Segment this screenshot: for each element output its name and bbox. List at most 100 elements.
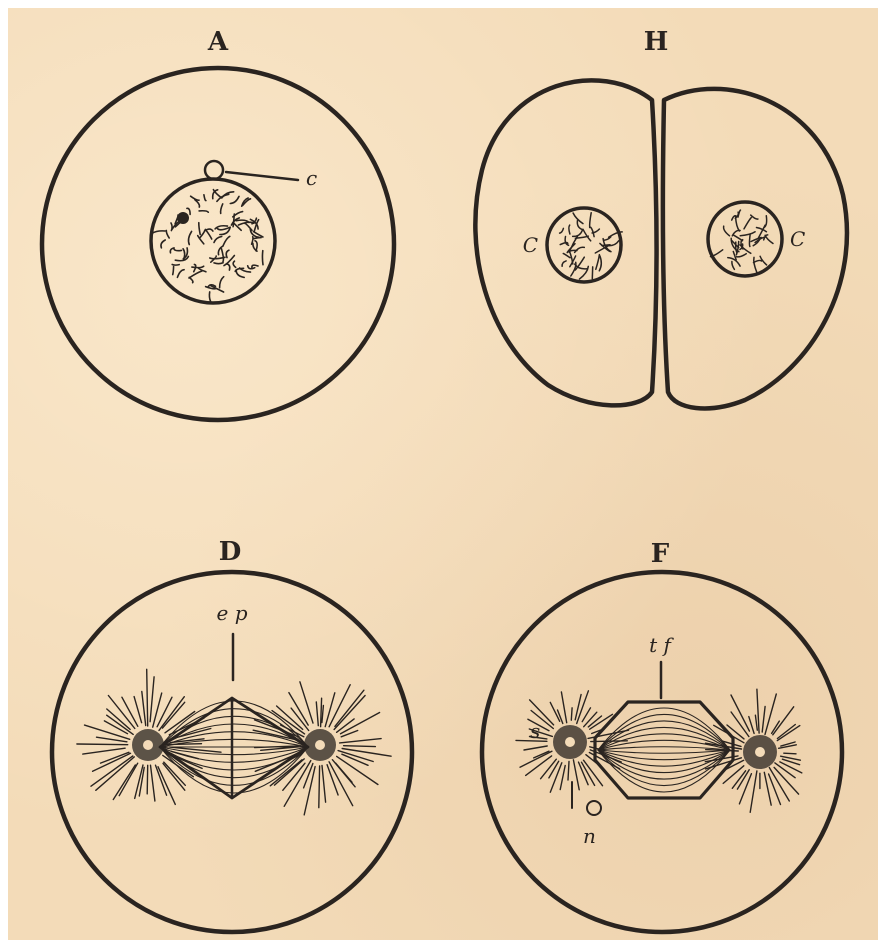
chromatin-strand	[233, 261, 236, 267]
chromatin-strand	[583, 229, 591, 241]
chromatin-strand	[209, 292, 210, 302]
aster-ray	[568, 762, 569, 781]
aster-ray	[150, 677, 154, 722]
chromatin-strand	[152, 231, 165, 234]
aster-ray	[762, 707, 765, 733]
spindle-fiber	[598, 721, 730, 750]
chromatin-strand	[754, 257, 757, 272]
chromatin-strand	[173, 267, 174, 275]
panel-f-small-body	[587, 801, 601, 815]
panel-a-nucleolus	[177, 212, 189, 224]
panel-h-letter: H	[644, 27, 669, 57]
aster-ray	[340, 739, 382, 743]
chromatin-strand	[220, 277, 224, 288]
chromatin-strand	[221, 204, 223, 214]
panel-a: A c	[42, 27, 394, 420]
chromatin-strand	[575, 247, 585, 252]
panel-h-label-right: C	[790, 227, 805, 251]
chromatin-strand	[204, 195, 206, 201]
chromatin-strand	[563, 254, 570, 258]
panel-d-label-ep: e p	[217, 601, 248, 625]
panel-h-right-daughter-cell	[663, 89, 847, 409]
aster-ray	[134, 697, 142, 723]
spindle-fiber	[598, 734, 730, 750]
aster-ray	[591, 741, 628, 742]
chromatin-strand	[262, 251, 263, 265]
aster-ray	[755, 715, 757, 730]
chromatin-strand	[206, 230, 212, 239]
panel-a-label-c: c	[306, 166, 317, 190]
chromatin-strand	[199, 223, 200, 235]
aster-ray	[334, 696, 365, 730]
chromatin-strand	[172, 265, 179, 266]
chromatin-strand	[749, 235, 750, 247]
aster-ray	[97, 737, 127, 742]
panel-h-right-chromatin	[711, 210, 774, 273]
spindle-fiber	[598, 750, 730, 779]
chromatin-strand	[214, 237, 222, 243]
chromatin-strand	[758, 225, 765, 238]
panel-d-letter: D	[219, 537, 242, 567]
aster-ray	[300, 682, 313, 723]
chromatin-strand	[161, 240, 165, 248]
aster-ray	[739, 774, 751, 804]
chromatin-strand	[188, 231, 191, 244]
chromatin-strand	[754, 260, 762, 262]
spindle-fiber	[598, 750, 730, 766]
panel-a-centrosome	[205, 161, 223, 179]
chromatin-strand	[560, 228, 564, 233]
chromatin-strand	[744, 218, 751, 229]
chromatin-strand	[596, 255, 600, 270]
aster-ray	[571, 708, 572, 720]
aster-ray	[773, 707, 794, 735]
panel-a-label-line	[226, 172, 298, 180]
chromatin-strand	[199, 211, 208, 212]
chromatin-strand	[175, 257, 188, 261]
spindle-fiber	[160, 747, 308, 785]
aster-ray	[275, 759, 305, 785]
aster-ray	[750, 771, 757, 812]
aster-ray	[96, 757, 135, 790]
chromatin-strand	[222, 249, 224, 262]
aster-ray	[272, 711, 305, 734]
chromatin-strand	[736, 217, 740, 231]
aster-ray	[142, 692, 146, 726]
chromatin-strand	[252, 237, 253, 245]
aster-ray	[777, 726, 800, 741]
chromatin-strand	[728, 258, 740, 267]
panel-h-right-nucleus	[708, 202, 782, 276]
aster-ray	[108, 696, 134, 729]
chromatin-strand	[724, 226, 730, 236]
chromatin-strand	[174, 249, 182, 251]
chromatin-strand	[604, 237, 611, 240]
panel-f-left-centriole	[565, 737, 575, 747]
chromatin-strand	[214, 263, 223, 264]
aster-ray	[524, 746, 547, 750]
chromatin-strand	[236, 271, 244, 278]
panel-d: D e p	[52, 537, 412, 932]
panel-d-left-centriole	[143, 740, 153, 750]
aster-ray	[335, 690, 364, 726]
aster-ray	[344, 746, 376, 747]
panel-f: F t f s n	[482, 539, 842, 932]
aster-ray	[153, 693, 162, 727]
aster-ray	[151, 765, 155, 801]
panel-a-cell-membrane	[42, 68, 394, 420]
panel-f-cell-membrane	[482, 572, 842, 932]
chromatin-strand	[599, 256, 601, 271]
aster-ray	[83, 748, 125, 754]
chromatin-strand	[226, 250, 229, 257]
chromatin-strand	[177, 270, 184, 278]
chromatin-strand	[230, 196, 239, 203]
aster-ray	[526, 756, 552, 776]
panel-f-letter: F	[651, 539, 670, 569]
chromatin-strand	[189, 271, 202, 278]
aster-ray	[319, 766, 320, 808]
chromatin-strand	[737, 254, 747, 257]
panel-f-label-tf: t f	[649, 633, 674, 657]
aster-ray	[575, 695, 581, 720]
chromatin-strand	[602, 245, 610, 246]
aster-ray	[322, 706, 324, 723]
panel-h-label-left: C	[523, 233, 538, 257]
